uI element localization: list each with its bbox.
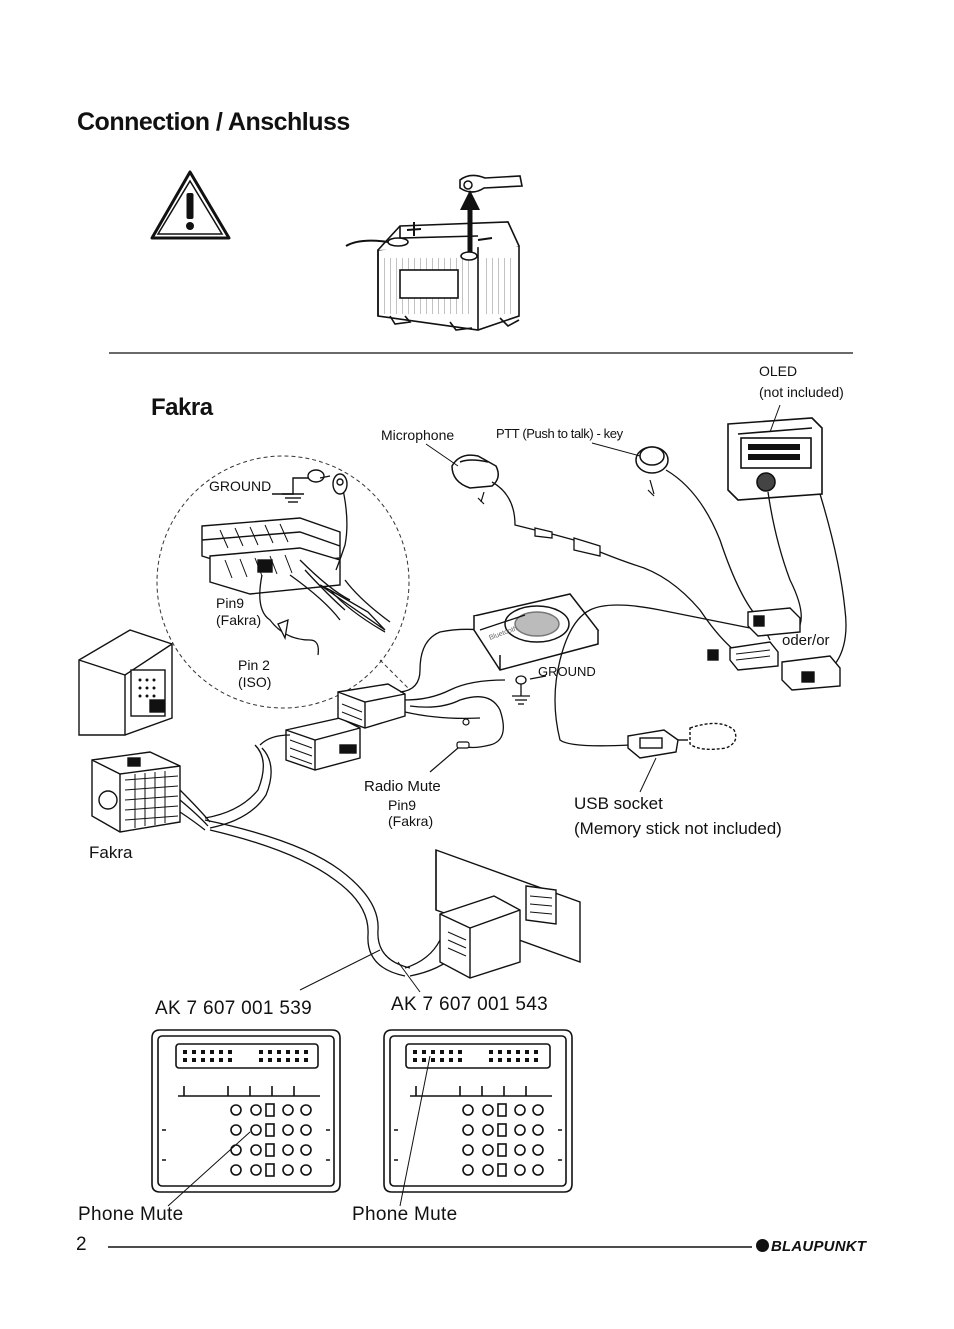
oder-or-label: oder/or bbox=[782, 632, 830, 649]
phone-mute-label-539: Phone Mute bbox=[78, 1204, 184, 1225]
battery-icon bbox=[345, 221, 520, 331]
usb-socket-label: USB socket bbox=[574, 794, 663, 813]
ptt-key-icon bbox=[591, 442, 669, 497]
oled-note: (not included) bbox=[759, 384, 844, 400]
iso-adapter-connectors bbox=[285, 683, 406, 771]
pin9-label: Pin9 bbox=[216, 595, 245, 611]
pin9-note: (Fakra) bbox=[216, 612, 262, 628]
radio-mute-pin-note: (Fakra) bbox=[388, 813, 434, 829]
connector-face-543 bbox=[383, 1029, 573, 1207]
warning-triangle-icon bbox=[150, 170, 231, 240]
radio-mute-label: Radio Mute bbox=[364, 778, 441, 795]
part-number-543: AK 7 607 001 543 bbox=[391, 994, 548, 1015]
battery-terminal-disconnect bbox=[459, 174, 523, 252]
oled-label: OLED bbox=[759, 363, 798, 379]
main-harness bbox=[179, 744, 456, 977]
page-title: Connection / Anschluss bbox=[77, 108, 350, 136]
brand-logo: BLAUPUNKT bbox=[756, 1238, 866, 1255]
inset-wire-bundle bbox=[259, 484, 391, 656]
microphone-label: Microphone bbox=[381, 427, 455, 443]
module-ground-label: GROUND bbox=[538, 664, 596, 679]
section-title: Fakra bbox=[151, 394, 213, 421]
oled-connectors bbox=[707, 607, 841, 691]
ground-symbol-icon bbox=[272, 469, 348, 503]
part-number-539: AK 7 607 001 539 bbox=[155, 998, 312, 1019]
connector-face-539 bbox=[151, 1029, 341, 1207]
ptt-label: PTT (Push to talk) - key bbox=[496, 426, 623, 441]
usb-socket-icon bbox=[627, 722, 737, 793]
radio-mute-lead bbox=[429, 718, 470, 773]
inset-circle bbox=[156, 455, 410, 709]
vehicle-panel bbox=[435, 849, 581, 979]
inset-connector bbox=[201, 517, 341, 595]
bluetooth-module: Bluetooth bbox=[472, 593, 600, 671]
pin2-label: Pin 2 bbox=[238, 657, 270, 673]
microphone-icon bbox=[425, 443, 499, 505]
radio-unit bbox=[78, 629, 173, 736]
pin2-note: (ISO) bbox=[238, 674, 272, 690]
ground-symbol-icon bbox=[512, 675, 547, 705]
oled-display bbox=[727, 404, 823, 501]
brand-name: BLAUPUNKT bbox=[771, 1238, 867, 1255]
phone-mute-label-543: Phone Mute bbox=[352, 1204, 458, 1225]
inset-ground-label: GROUND bbox=[209, 478, 272, 494]
usb-note: (Memory stick not included) bbox=[574, 819, 782, 838]
radio-mute-pin: Pin9 bbox=[388, 797, 417, 813]
brand-dot-icon bbox=[756, 1239, 769, 1252]
page-number: 2 bbox=[76, 1234, 87, 1255]
fakra-connector bbox=[91, 751, 181, 833]
fakra-label: Fakra bbox=[89, 843, 133, 862]
mic-cable bbox=[479, 481, 741, 656]
